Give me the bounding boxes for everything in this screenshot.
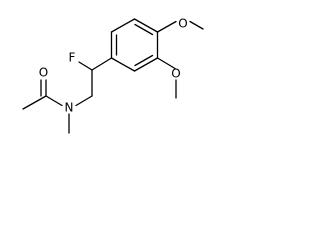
molecule-canvas: O O F O N: [22, 17, 204, 134]
ring-inner-bond-2: [134, 54, 154, 67]
structure-diagram: O O F O N: [0, 0, 225, 153]
carbonyl-to-methyl-bond: [22, 95, 47, 110]
ch2-to-n-bond: [75, 95, 93, 107]
ring-to-o-mid-bond: [156, 57, 176, 70]
n-to-carbonyl-bond: [45, 95, 63, 107]
ring-bond-1: [133, 18, 159, 33]
atom-o-ring-top: O: [178, 17, 187, 31]
ring-to-chf-bond: [91, 57, 113, 71]
atom-fluorine: F: [69, 51, 76, 65]
ring-bond-4: [110, 57, 136, 72]
chf-to-f-bond: [78, 61, 93, 71]
atom-o-ring-mid: O: [171, 67, 180, 81]
o-top-to-methyl-bond: [189, 20, 204, 30]
atom-o-carbonyl: O: [39, 66, 48, 80]
methoxy-groups: [156, 20, 204, 99]
ring-to-o-top-bond: [156, 20, 177, 33]
atom-labels: O O F O N: [39, 17, 188, 115]
side-chain: [22, 57, 113, 134]
atom-nitrogen: N: [65, 101, 74, 115]
ring-bond-6: [110, 18, 136, 33]
benzene-ring: [110, 18, 159, 72]
ring-inner-bond-1: [134, 23, 154, 36]
ring-bond-3: [133, 57, 159, 72]
